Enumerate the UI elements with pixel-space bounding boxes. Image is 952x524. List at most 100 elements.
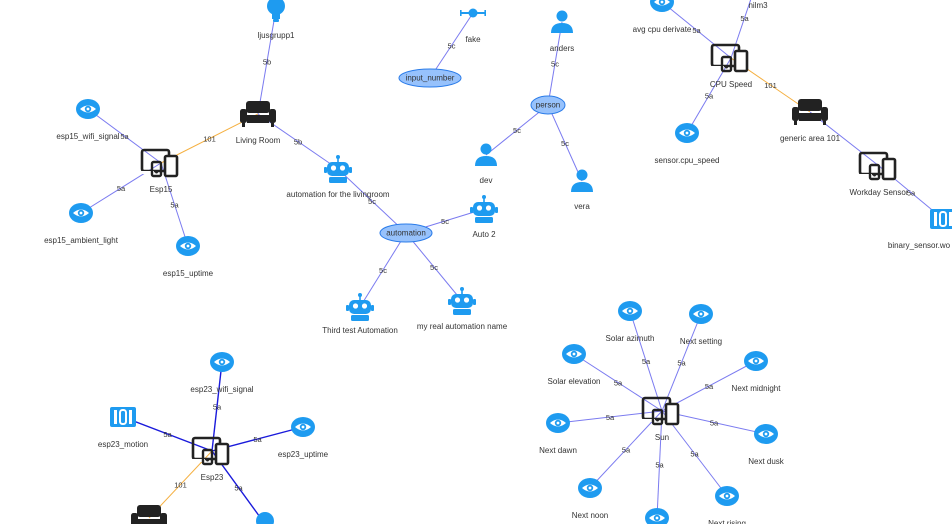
edge-label: 5a <box>642 357 651 366</box>
node-label: Solar elevation <box>548 377 601 386</box>
node-label: Next midnight <box>732 384 782 393</box>
node-dev[interactable]: dev <box>475 143 497 186</box>
node-label: Auto 2 <box>472 230 496 239</box>
node-binary-sensor[interactable]: binary_sensor.wo <box>888 208 952 250</box>
node-sun[interactable]: Sun <box>639 396 680 442</box>
node-next-setting[interactable]: Next setting <box>680 304 722 346</box>
edge-ljusgrupp1-living_room[interactable] <box>257 8 277 115</box>
edge-automation-my_real[interactable] <box>405 232 463 302</box>
edge-anders-person[interactable] <box>547 21 563 106</box>
node-living-room[interactable]: Living Room <box>236 101 281 145</box>
node-next-dusk[interactable]: Next dusk <box>748 424 785 466</box>
node-area-bottom[interactable] <box>131 505 167 524</box>
edge-sun-solar_az[interactable] <box>629 310 663 412</box>
node-fake[interactable]: fake <box>460 8 486 45</box>
edge-label: 5a <box>606 413 615 422</box>
edge-label: 5c <box>551 60 559 69</box>
node-label: esp23_motion <box>98 440 148 449</box>
node-label: automation for the livingroom <box>286 190 390 199</box>
slider-icon <box>460 8 486 18</box>
node-label: fake <box>465 35 481 44</box>
node-solar-el[interactable]: Solar elevation <box>548 344 601 386</box>
node-label: anders <box>550 44 574 53</box>
robot-icon <box>346 293 374 321</box>
edge-auto_lr-automation[interactable] <box>337 168 407 234</box>
node-vera[interactable]: vera <box>571 169 593 212</box>
node-next-noon[interactable]: Next noon <box>572 478 608 520</box>
edge-generic_area-workday[interactable] <box>809 111 880 167</box>
node-generic-area[interactable]: generic area 101 <box>780 99 841 143</box>
node-esp15[interactable]: Esp15 <box>138 148 179 194</box>
edge-sun-next_midnight[interactable] <box>661 360 757 412</box>
node-esp15-light[interactable]: esp15_ambient_light <box>44 203 119 245</box>
node-esp23[interactable]: Esp23 <box>189 436 230 482</box>
node-label: person <box>536 101 560 110</box>
node-esp15-uptime[interactable]: esp15_uptime <box>163 236 214 278</box>
eye-icon <box>715 486 739 506</box>
edge-esp23-esp23_motion[interactable] <box>122 416 213 452</box>
edge-avg_cpu-cpu_speed[interactable] <box>661 1 732 59</box>
node-person[interactable]: person <box>530 95 566 115</box>
node-bulb-bottom[interactable] <box>256 512 274 524</box>
node-next-midnight[interactable]: Next midnight <box>732 351 782 393</box>
edge-person-vera[interactable] <box>547 104 583 182</box>
edge-fake-input_number[interactable] <box>429 12 474 79</box>
edge-esp23-esp23_wifi[interactable] <box>211 361 223 452</box>
node-label: Next dusk <box>748 457 785 466</box>
edge-sun-solar_el[interactable] <box>573 353 663 412</box>
node-input-number[interactable]: input_number <box>398 68 462 88</box>
eye-icon <box>675 123 699 143</box>
node-ljusgrupp1[interactable]: ljusgrupp1 <box>258 0 295 40</box>
node-next-rising[interactable]: Next rising <box>708 486 746 524</box>
node-esp23-motion[interactable]: esp23_motion <box>98 406 148 449</box>
edge-sun-next_dusk[interactable] <box>661 410 767 435</box>
node-label: dev <box>480 176 493 185</box>
edge-automation-third_test[interactable] <box>359 232 407 308</box>
edge-label: 5a <box>622 446 631 455</box>
node-label: Next dawn <box>539 446 577 455</box>
device-icon <box>138 148 179 178</box>
eye-icon <box>69 203 93 223</box>
edge-label: 101 <box>764 81 777 90</box>
edge-sun-sun_bottom[interactable] <box>656 410 663 519</box>
node-auto-lr[interactable]: automation for the livingroom <box>286 155 390 199</box>
node-label: Next rising <box>708 519 746 524</box>
edge-label: 5a <box>170 201 179 210</box>
node-solar-az[interactable]: Solar azimuth <box>606 301 655 343</box>
device-icon <box>189 436 230 466</box>
node-auto2[interactable]: Auto 2 <box>470 195 498 239</box>
edge-person-dev[interactable] <box>485 104 549 156</box>
node-label: Esp15 <box>150 185 173 194</box>
node-label: esp23_wifi_signal <box>190 385 253 394</box>
edge-label: 5a <box>213 403 222 412</box>
node-sun-bottom[interactable] <box>645 508 669 524</box>
edge-esp15-esp15_wifi[interactable] <box>87 108 162 164</box>
node-avg-cpu[interactable]: avg cpu derivate <box>633 0 692 34</box>
eye-icon <box>645 508 669 524</box>
node-nilm3[interactable]: nilm3 <box>746 0 770 10</box>
node-my-real[interactable]: my real automation name <box>417 287 508 331</box>
node-label: vera <box>574 202 590 211</box>
ellipse-shape <box>530 95 566 115</box>
node-esp15-wifi[interactable]: esp15_wifi_signal <box>56 99 120 141</box>
edge-label: 5c <box>430 263 438 272</box>
node-anders[interactable]: anders <box>550 10 574 54</box>
edge-label: 5a <box>740 14 749 23</box>
node-sensor-cpu[interactable]: sensor.cpu_speed <box>655 123 720 165</box>
node-next-dawn[interactable]: Next dawn <box>539 413 577 455</box>
edge-label: 5a <box>614 379 623 388</box>
node-third-test[interactable]: Third test Automation <box>322 293 398 335</box>
node-label: Living Room <box>236 136 281 145</box>
node-automation[interactable]: automation <box>379 223 433 243</box>
node-cpu-speed[interactable]: CPU Speed <box>708 43 752 89</box>
edge-label: 5a <box>907 189 916 198</box>
robot-icon <box>470 195 498 223</box>
edge-label: 5b <box>294 138 302 147</box>
edge-sun-next_noon[interactable] <box>589 410 663 489</box>
edge-sun-next_setting[interactable] <box>661 313 702 412</box>
edge-sun-next_dawn[interactable] <box>557 410 663 424</box>
node-workday[interactable]: Workday Sensor <box>850 151 909 197</box>
node-esp23-uptime[interactable]: esp23_uptime <box>278 417 329 459</box>
node-esp23-wifi[interactable]: esp23_wifi_signal <box>190 352 254 394</box>
